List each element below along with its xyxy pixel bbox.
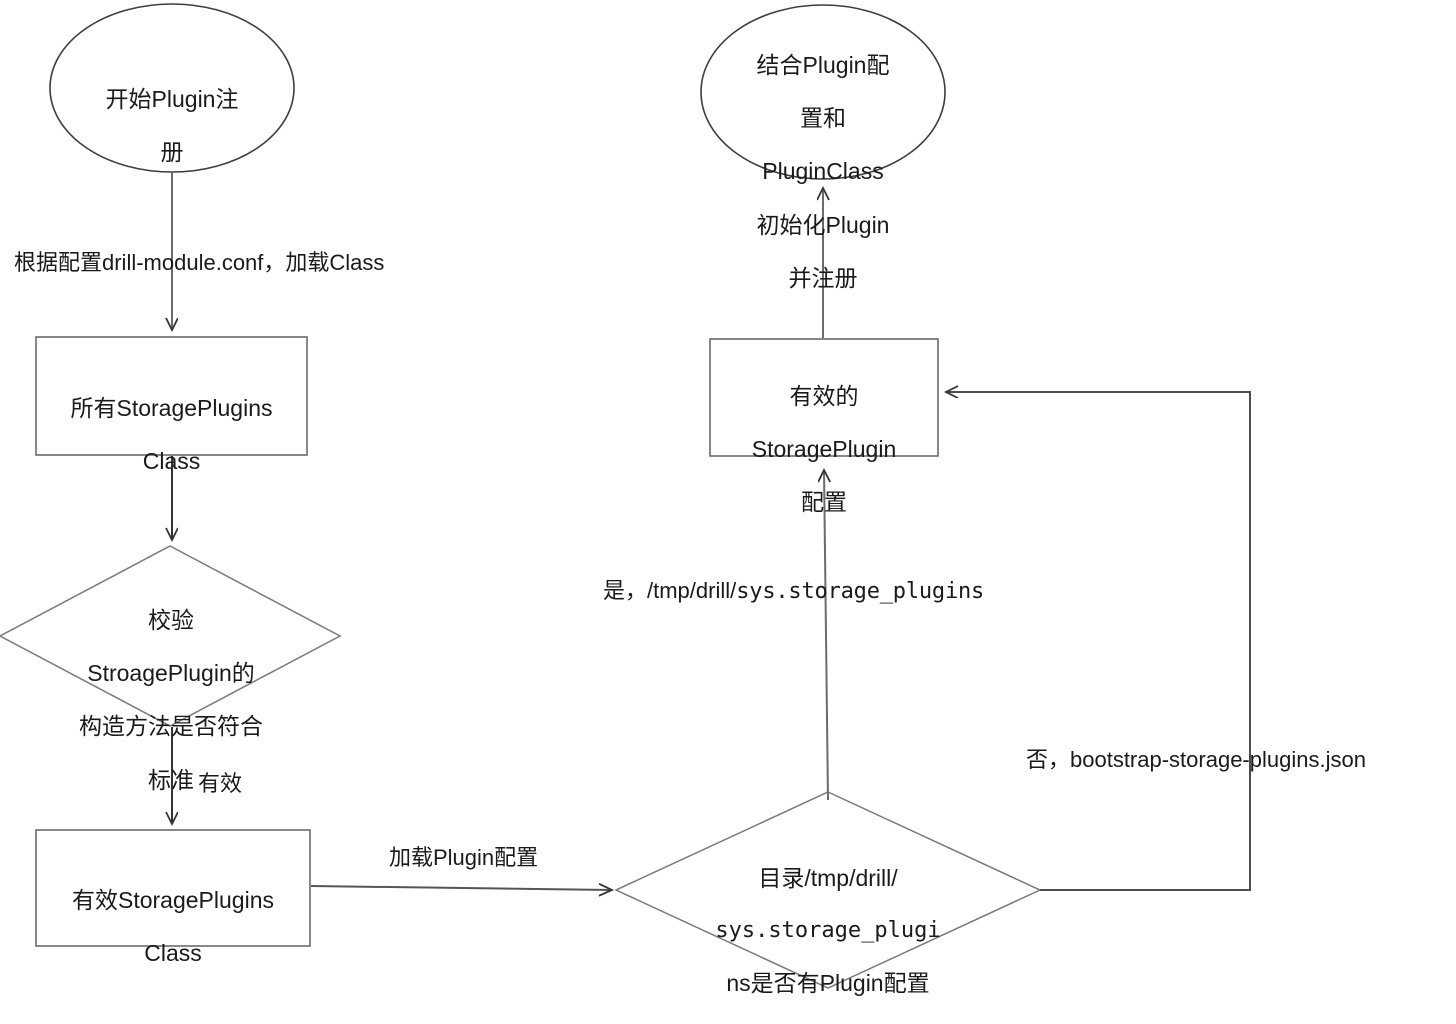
node-end-shape (700, 4, 946, 180)
edge-label-no-branch: 否，bootstrap-storage-plugins.json (1026, 747, 1366, 772)
node-all-classes-shape (35, 336, 308, 456)
flowchart-vector-layer (0, 3, 1251, 989)
node-dir-check-shape (614, 791, 1042, 989)
flowchart-canvas: 开始Plugin注 册 所有StoragePlugins Class 校验 St… (0, 3, 1366, 996)
edge-valid-classes-to-dir-check (310, 883, 615, 897)
node-start-shape (49, 3, 295, 173)
edge-label-yes-prefix: 是，/tmp/drill/ (603, 578, 737, 603)
node-valid-config-shape (709, 338, 939, 457)
edge-dir-check-no-to-valid-config (946, 392, 1251, 891)
edge-label-yes-branch: 是，/tmp/drill/sys.storage_plugins (603, 578, 984, 605)
edge-dir-check-yes-to-valid-config (824, 470, 828, 801)
node-validate-shape (0, 545, 342, 727)
node-valid-classes-shape (35, 829, 311, 947)
edge-label-yes-mono: sys.storage_plugins (736, 579, 985, 604)
edge-label-valid: 有效 (198, 771, 243, 796)
edge-label-load-class: 根据配置drill-module.conf，加载Class (14, 250, 385, 275)
edge-label-load-plugin-conf: 加载Plugin配置 (389, 845, 539, 870)
